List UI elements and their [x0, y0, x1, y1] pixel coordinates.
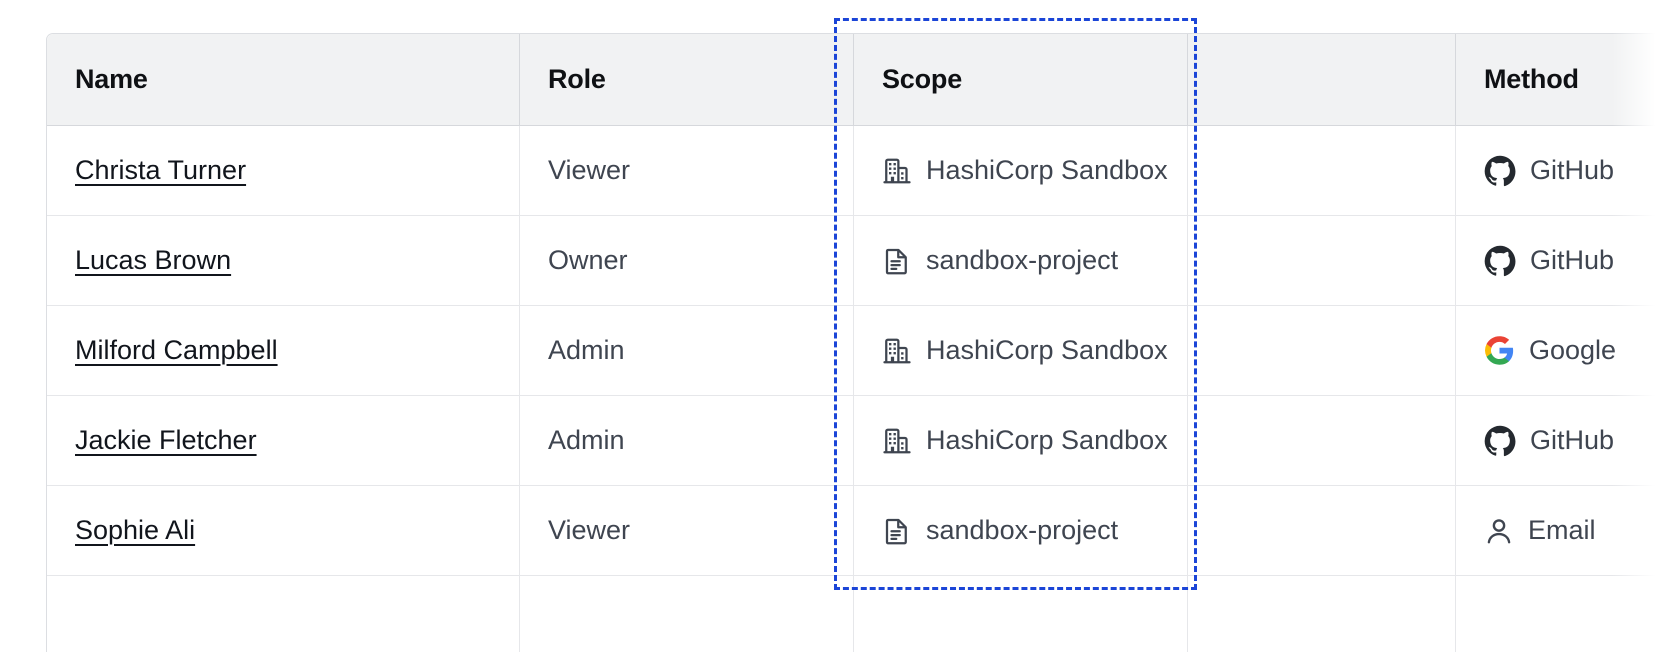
cell-name [47, 576, 520, 652]
scope-value: HashiCorp Sandbox [926, 335, 1168, 365]
cell-scope: HashiCorp Sandbox [854, 306, 1188, 396]
cell-role: Viewer [520, 486, 854, 576]
organization-icon [882, 156, 912, 186]
method-value: GitHub [1530, 425, 1615, 455]
cell-scope: HashiCorp Sandbox [854, 126, 1188, 216]
table-header: Name Role Scope Method [47, 34, 1672, 126]
method-value: GitHub [1530, 155, 1615, 185]
column-header-method[interactable]: Method [1456, 34, 1672, 126]
cell-method: Email [1456, 486, 1672, 576]
cell-role: Admin [520, 306, 854, 396]
cell-blank [1188, 306, 1456, 396]
column-header-scope[interactable]: Scope [854, 34, 1188, 126]
scope-value: HashiCorp Sandbox [926, 155, 1168, 185]
cell-method: GitHub [1456, 126, 1672, 216]
cell-scope [854, 576, 1188, 652]
cell-role: Viewer [520, 126, 854, 216]
scope-value: sandbox-project [926, 515, 1119, 545]
cell-blank [1188, 126, 1456, 216]
github-icon [1484, 155, 1516, 187]
project-document-icon [882, 516, 912, 546]
cell-blank [1188, 396, 1456, 486]
cell-role [520, 576, 854, 652]
user-icon [1484, 516, 1514, 546]
scope-value: HashiCorp Sandbox [926, 425, 1168, 455]
cell-blank [1188, 486, 1456, 576]
table-row[interactable]: Christa Turner Viewer HashiCorp Sandbox Git… [47, 126, 1672, 216]
cell-method: Google [1456, 306, 1672, 396]
user-name-link[interactable]: Christa Turner [75, 155, 247, 185]
cell-name: Milford Campbell [47, 306, 520, 396]
cell-blank [1188, 576, 1456, 652]
cell-role: Owner [520, 216, 854, 306]
role-value: Viewer [548, 515, 631, 545]
table-row[interactable]: Sophie Ali Viewer sandbox-project Email [47, 486, 1672, 576]
cell-scope: sandbox-project [854, 486, 1188, 576]
user-name-link[interactable]: Sophie Ali [75, 515, 196, 545]
left-gutter [0, 0, 46, 652]
cell-blank [1188, 216, 1456, 306]
table-row[interactable]: Jackie Fletcher Admin HashiCorp Sandbox Git… [47, 396, 1672, 486]
google-icon [1484, 335, 1515, 366]
cell-method: GitHub [1456, 216, 1672, 306]
cell-name: Christa Turner [47, 126, 520, 216]
role-value: Admin [548, 425, 625, 455]
cell-name: Lucas Brown [47, 216, 520, 306]
column-header-role[interactable]: Role [520, 34, 854, 126]
column-header-name[interactable]: Name [47, 34, 520, 126]
cell-scope: HashiCorp Sandbox [854, 396, 1188, 486]
column-header-blank [1188, 34, 1456, 126]
cell-role: Admin [520, 396, 854, 486]
github-icon [1484, 245, 1516, 277]
method-value: Google [1529, 335, 1617, 365]
role-value: Owner [548, 245, 628, 275]
cell-method: GitHub [1456, 396, 1672, 486]
cell-name: Jackie Fletcher [47, 396, 520, 486]
role-value: Viewer [548, 155, 631, 185]
role-value: Admin [548, 335, 625, 365]
organization-icon [882, 336, 912, 366]
method-value: GitHub [1530, 245, 1615, 275]
cell-scope: sandbox-project [854, 216, 1188, 306]
table-header-row: Name Role Scope Method [47, 34, 1672, 126]
cell-method [1456, 576, 1672, 652]
top-gutter [0, 0, 1672, 33]
github-icon [1484, 425, 1516, 457]
table-row[interactable]: Milford Campbell Admin HashiCorp Sandbox Go… [47, 306, 1672, 396]
project-document-icon [882, 246, 912, 276]
user-name-link[interactable]: Milford Campbell [75, 335, 278, 365]
scope-value: sandbox-project [926, 245, 1119, 275]
organization-icon [882, 426, 912, 456]
table-row[interactable]: Lucas Brown Owner sandbox-project GitHub [47, 216, 1672, 306]
table-row[interactable] [47, 576, 1672, 652]
method-value: Email [1528, 515, 1596, 545]
cell-name: Sophie Ali [47, 486, 520, 576]
user-name-link[interactable]: Jackie Fletcher [75, 425, 257, 455]
user-name-link[interactable]: Lucas Brown [75, 245, 232, 275]
